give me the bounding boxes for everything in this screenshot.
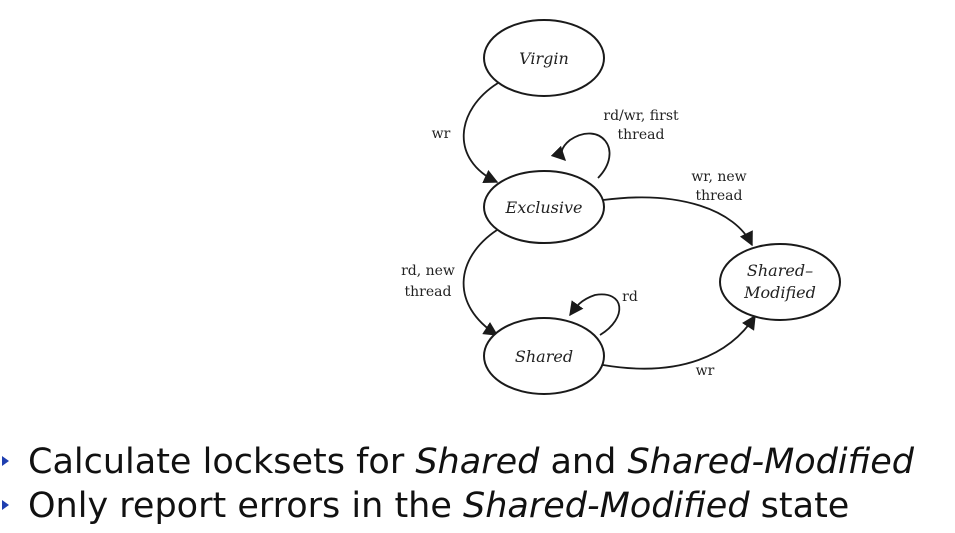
edge-exclusive-to-shared (462, 229, 499, 336)
bullet-text-mid: state (749, 486, 850, 526)
label-exclusive-self-line2: thread (618, 127, 665, 143)
label-exclusive-to-shared-line2: thread (405, 284, 452, 300)
label-exclusive-to-shared-line1: rd, new (401, 263, 455, 279)
state-shared-modified-label-line2: Modified (743, 283, 816, 302)
state-virgin (483, 19, 605, 97)
bullet-item: Only report errors in the Shared-Modifie… (0, 484, 914, 528)
bullet-arrow-icon (2, 456, 9, 466)
state-shared-label: Shared (515, 347, 573, 366)
label-exclusive-to-shared-modified-line1: wr, new (691, 169, 746, 185)
bullet-text-em: Shared-Modified (463, 486, 750, 526)
state-diagram: Virgin Exclusive Shared Shared– Modified… (401, 19, 841, 395)
state-shared (483, 317, 605, 395)
state-virgin-label: Virgin (519, 49, 569, 68)
edge-virgin-to-exclusive (462, 82, 499, 184)
state-exclusive-label: Exclusive (505, 198, 583, 217)
edge-exclusive-self-loop (550, 132, 611, 179)
bullet-text-em: Shared (415, 442, 540, 482)
edge-shared-to-shared-modified (602, 314, 756, 370)
label-exclusive-self-line1: rd/wr, first (603, 108, 679, 124)
label-shared-to-shared-modified: wr (696, 363, 715, 379)
bullet-text-pre: Calculate locksets for (28, 442, 416, 482)
bullet-arrow-icon (2, 500, 9, 510)
label-virgin-to-exclusive: wr (432, 126, 451, 142)
bullet-item: Calculate locksets for Shared and Shared… (0, 440, 914, 484)
state-shared-modified-label-line1: Shared– (747, 261, 813, 280)
state-exclusive (483, 170, 605, 244)
label-exclusive-to-shared-modified-line2: thread (696, 188, 743, 204)
label-shared-self: rd (622, 289, 638, 305)
bullet-text-em: Shared-Modified (627, 442, 914, 482)
bullet-list: Calculate locksets for Shared and Shared… (0, 440, 914, 528)
state-shared-modified (719, 243, 841, 321)
bullet-text-mid: and (539, 442, 628, 482)
edge-shared-self-loop (569, 293, 621, 336)
bullet-text-pre: Only report errors in the (28, 486, 464, 526)
edge-exclusive-to-shared-modified (602, 196, 753, 247)
